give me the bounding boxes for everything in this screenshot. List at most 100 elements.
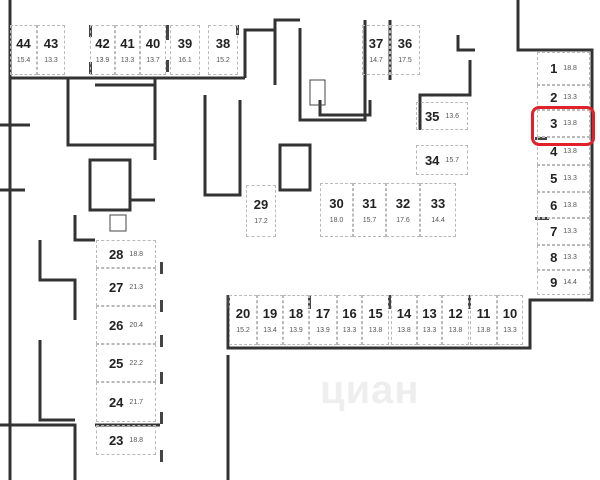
space-number: 31	[362, 196, 377, 211]
space-number: 25	[108, 355, 124, 371]
space-area: 13.3	[563, 94, 577, 101]
space-area: 18.8	[563, 65, 577, 72]
space-area: 13.8	[448, 327, 463, 334]
space-area: 14.4	[431, 217, 445, 224]
space-area: 13.8	[397, 327, 411, 334]
space-area: 18.0	[329, 217, 344, 224]
space-number: 2	[550, 90, 558, 105]
space-area: 13.3	[563, 254, 577, 261]
space-area: 13.3	[563, 175, 577, 182]
space-number: 8	[550, 250, 558, 265]
parking-space-42[interactable]: 42 13.9	[90, 25, 115, 75]
space-area: 13.6	[445, 112, 460, 120]
space-number: 5	[550, 171, 558, 186]
space-number: 37	[368, 36, 384, 51]
parking-space-26[interactable]: 26 20.4	[96, 306, 156, 344]
space-number: 26	[108, 317, 124, 333]
space-number: 33	[430, 196, 446, 211]
space-number: 13	[422, 306, 437, 321]
space-area: 21.3	[129, 283, 144, 291]
space-area: 15.2	[236, 327, 250, 334]
space-number: 27	[108, 279, 124, 295]
space-number: 39	[177, 36, 193, 51]
parking-space-31[interactable]: 31 15.7	[353, 183, 386, 237]
space-area: 14.7	[369, 57, 383, 64]
parking-space-18[interactable]: 18 13.9	[283, 295, 309, 345]
space-area: 13.8	[563, 147, 577, 155]
space-area: 17.6	[396, 217, 410, 224]
parking-space-38[interactable]: 38 15.2	[208, 25, 238, 75]
space-area: 20.4	[129, 321, 144, 329]
space-area: 13.3	[120, 57, 135, 64]
parking-space-24[interactable]: 24 21.7	[96, 382, 156, 422]
space-area: 13.9	[95, 57, 110, 64]
space-area: 21.7	[129, 398, 144, 406]
space-number: 24	[108, 394, 124, 410]
space-area: 13.9	[289, 327, 303, 334]
parking-space-19[interactable]: 19 13.4	[257, 295, 283, 345]
parking-space-15[interactable]: 15 13.8	[362, 295, 389, 345]
space-area: 17.2	[254, 218, 268, 225]
space-area: 17.5	[398, 57, 412, 64]
parking-space-39[interactable]: 39 16.1	[170, 25, 200, 75]
parking-space-37[interactable]: 37 14.7	[362, 25, 390, 75]
space-number: 19	[262, 306, 278, 321]
parking-space-17[interactable]: 17 13.9	[309, 295, 337, 345]
space-area: 13.8	[476, 327, 491, 334]
space-number: 14	[396, 306, 412, 321]
space-area: 15.7	[362, 217, 377, 224]
space-area: 13.8	[368, 327, 383, 334]
space-area: 22.2	[129, 359, 144, 367]
parking-space-27[interactable]: 27 21.3	[96, 268, 156, 306]
parking-space-30[interactable]: 30 18.0	[320, 183, 353, 237]
space-number: 42	[95, 36, 110, 51]
space-number: 18	[288, 306, 304, 321]
parking-space-35[interactable]: 35 13.6	[416, 102, 468, 130]
parking-space-25[interactable]: 25 22.2	[96, 344, 156, 382]
space-number: 15	[368, 306, 383, 321]
space-area: 13.4	[263, 327, 277, 334]
space-area: 16.1	[178, 57, 192, 64]
space-number: 17	[315, 306, 331, 321]
space-area: 13.9	[316, 327, 330, 334]
space-number: 23	[108, 432, 124, 448]
space-number: 44	[16, 36, 31, 51]
parking-space-34[interactable]: 34 15.7	[416, 145, 468, 175]
space-area: 13.3	[503, 327, 517, 334]
space-number: 16	[342, 306, 357, 321]
parking-space-33[interactable]: 33 14.4	[420, 183, 456, 237]
parking-space-14[interactable]: 14 13.8	[391, 295, 417, 345]
space-number: 34	[424, 152, 440, 168]
space-number: 30	[329, 196, 344, 211]
space-number: 1	[550, 61, 558, 76]
space-number: 35	[424, 108, 440, 124]
space-area: 15.7	[445, 156, 460, 164]
space-area: 15.2	[216, 57, 230, 64]
space-number: 38	[215, 36, 231, 51]
